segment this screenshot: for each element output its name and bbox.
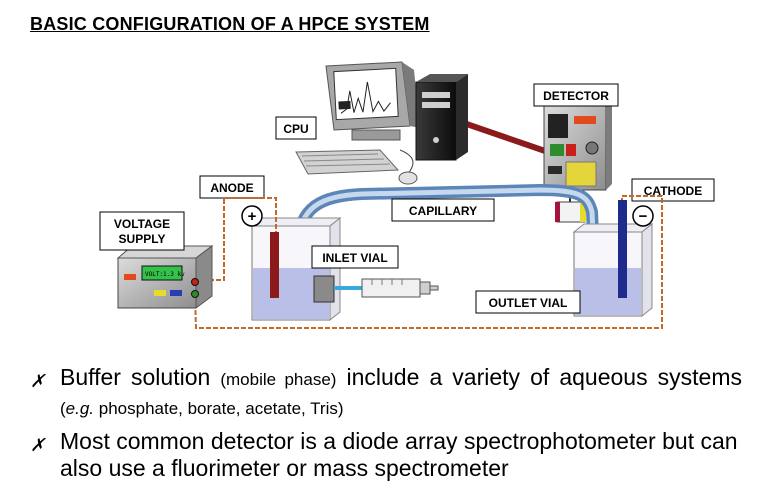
minus-sign-circle [632, 205, 654, 227]
bullet-text: include a variety of aqueous systems [336, 364, 742, 390]
plus-sign: + [248, 208, 257, 225]
syringe [313, 275, 439, 303]
outlet-vial [572, 222, 654, 318]
inlet-vial-label: INLET VIAL [311, 245, 399, 269]
outlet-vial-label: OUTLET VIAL [475, 290, 581, 314]
anode-label: ANODE [199, 175, 265, 199]
cpu-label-text: CPU [283, 122, 308, 136]
cpu-tower [415, 74, 468, 161]
detector [542, 99, 614, 191]
anode-label-text: ANODE [210, 181, 253, 195]
bullet-text: Most common detector is a diode array sp… [60, 428, 738, 481]
inlet-vial [250, 216, 342, 322]
outlet-vial-label-text: OUTLET VIAL [489, 296, 568, 310]
keyboard [295, 149, 400, 175]
bullet-marker-icon: ✗ [30, 371, 46, 391]
bullet-list: ✗ Buffer solution (mobile phase) include… [30, 364, 742, 488]
bullet-note: (mobile phase) [220, 370, 337, 389]
anode-electrode [270, 232, 279, 298]
capillary-label-text: CAPILLARY [409, 204, 477, 218]
cathode-label: CATHODE [631, 178, 715, 202]
bullet-item: ✗ Most common detector is a diode array … [30, 428, 742, 482]
cathode-electrode [618, 200, 627, 298]
plus-sign-circle [241, 205, 263, 227]
detector-label: DETECTOR [533, 83, 619, 107]
voltage-supply-label-line2: SUPPLY [119, 232, 166, 246]
bullet-marker-icon: ✗ [30, 435, 46, 455]
voltage-supply-label-line1: VOLTAGE [114, 217, 170, 231]
page-title: BASIC CONFIGURATION OF A HPCE SYSTEM [30, 14, 430, 34]
detector-label-text: DETECTOR [543, 89, 609, 103]
cpu-label: CPU [275, 116, 317, 140]
bullet-note: (e.g. phosphate, borate, acetate, Tris) [60, 399, 344, 418]
bullet-text: Buffer solution [60, 364, 221, 390]
bullet-item: ✗ Buffer solution (mobile phase) include… [30, 364, 742, 422]
voltage-supply-label: VOLTAGE SUPPLY [99, 211, 185, 251]
cathode-label-text: CATHODE [644, 184, 702, 198]
capillary-label: CAPILLARY [391, 198, 495, 222]
computer-monitor [325, 61, 420, 141]
data-cable [454, 117, 549, 155]
voltage-display: VOLT:1.3 kv [145, 271, 185, 278]
mouse [398, 171, 418, 185]
voltage-supply: VOLT:1.3 kv [116, 245, 214, 309]
inlet-vial-label-text: INLET VIAL [322, 251, 387, 265]
minus-sign: − [639, 208, 648, 225]
voltage-wiring [194, 195, 663, 329]
